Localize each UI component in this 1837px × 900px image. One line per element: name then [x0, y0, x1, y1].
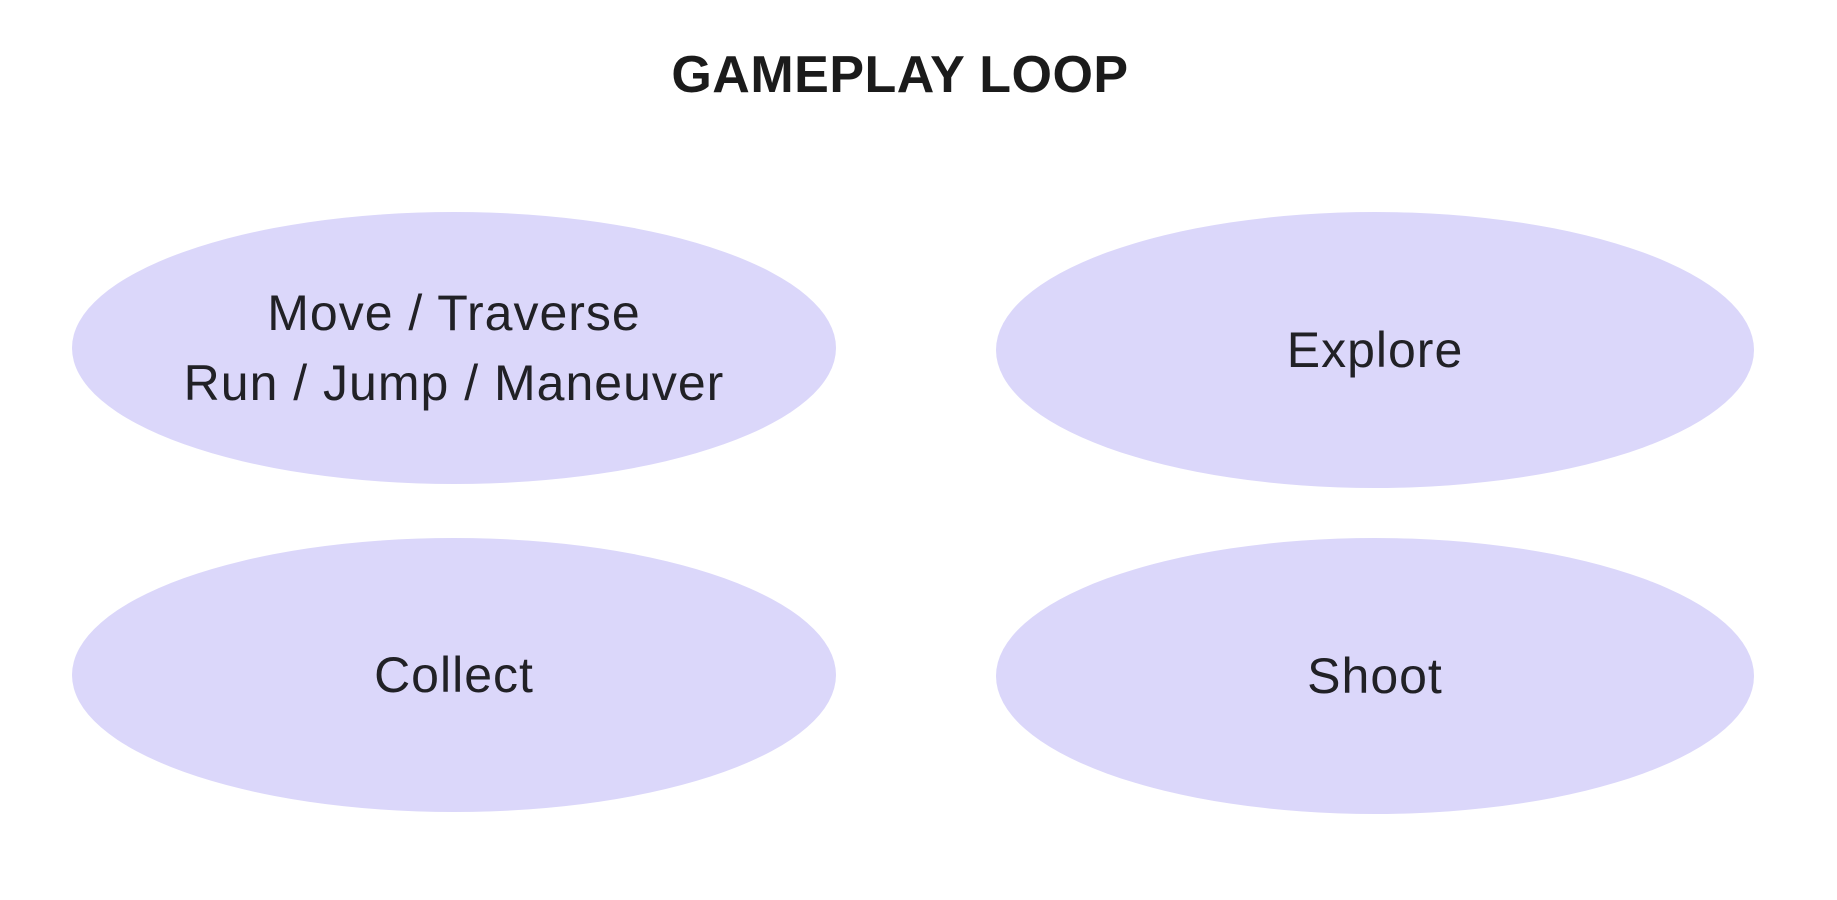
node-label-line: Explore — [1286, 322, 1464, 378]
node-collect: Collect — [72, 538, 836, 812]
node-label-line: Shoot — [1307, 648, 1443, 704]
node-label-line: Run / Jump / Maneuver — [183, 355, 725, 411]
node-explore: Explore — [996, 212, 1754, 488]
node-label-line: Collect — [374, 647, 534, 703]
node-move-traverse: Move / Traverse Run / Jump / Maneuver — [72, 212, 836, 484]
node-shoot: Shoot — [996, 538, 1754, 814]
node-label-line: Move / Traverse — [267, 285, 641, 341]
diagram-title: GAMEPLAY LOOP — [671, 46, 1129, 104]
